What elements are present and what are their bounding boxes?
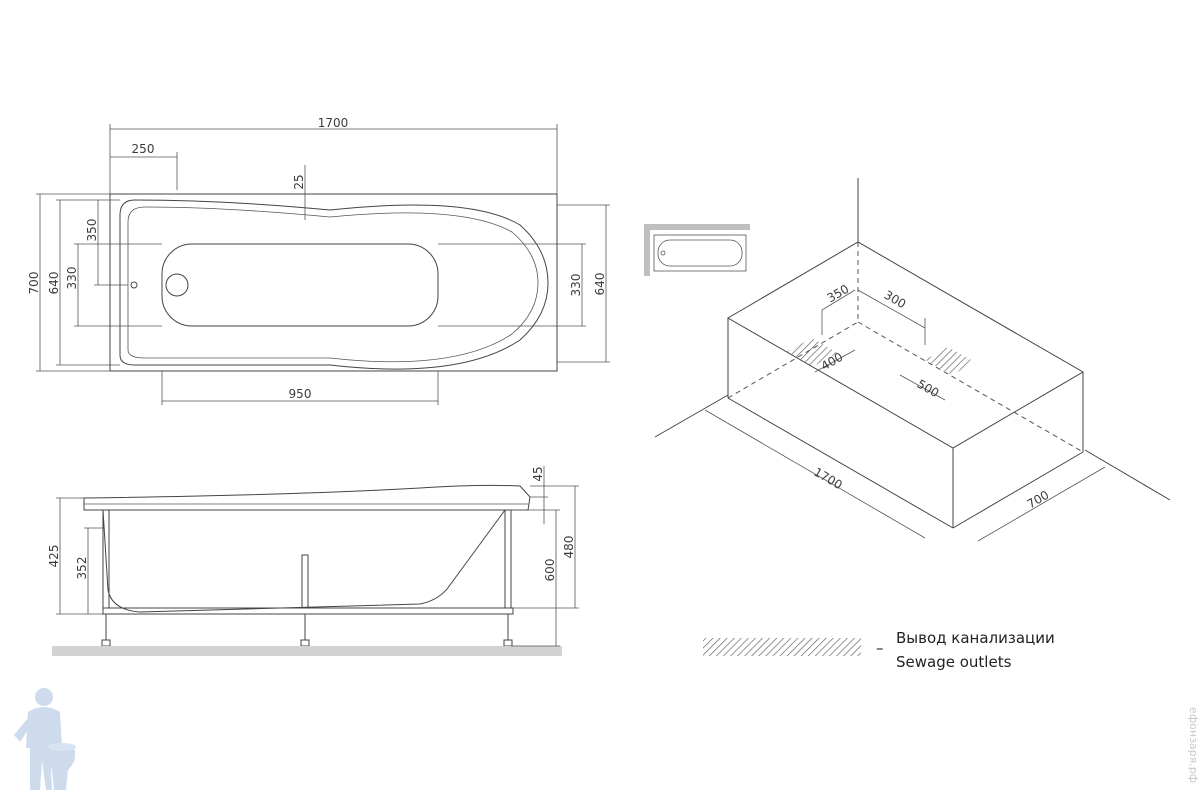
dim-width-right: 640 [593,273,607,296]
legend-dash: – [876,639,884,657]
legend-hatch-swatch [703,638,861,656]
legend-label-en: Sewage outlets [896,653,1012,671]
dim-height-inner: 352 [75,557,89,580]
dim-rim: 25 [292,174,306,189]
dim-height-right: 480 [562,536,576,559]
sewage-outlet-right [925,347,975,375]
legend-label-ru: Вывод канализации [896,629,1055,647]
plumber-mascot-logo [14,688,76,790]
dim-rim-top: 45 [531,466,545,481]
dim-height-total: 425 [47,545,61,568]
dim-iso-length: 1700 [811,465,844,492]
dim-bottom-length: 950 [289,387,312,401]
dim-drain-b: 330 [65,267,79,290]
dim-iso-300: 300 [882,288,909,312]
legend: – Вывод канализации Sewage outlets [703,629,1055,671]
dim-drain-a: 350 [85,219,99,242]
dim-iso-500: 500 [915,377,942,401]
dim-width-outer: 700 [27,272,41,295]
sewage-outlet-left [786,338,838,367]
side-view: 425 352 45 600 480 [47,466,579,656]
dim-iso-350: 350 [825,282,852,306]
dim-width-inner: 640 [47,272,61,295]
dim-length-top: 1700 [318,116,349,130]
dim-inner-right: 330 [569,274,583,297]
floor [52,646,562,656]
dim-height-legs: 600 [543,559,557,582]
dim-iso-width: 700 [1025,488,1052,512]
site-watermark: ефонзаря.рф [1187,707,1200,783]
bathtub-thumbnail-icon [644,224,750,276]
dim-drain-offset: 250 [132,142,155,156]
top-view: 1700 250 25 700 640 350 330 330 640 [27,116,610,405]
